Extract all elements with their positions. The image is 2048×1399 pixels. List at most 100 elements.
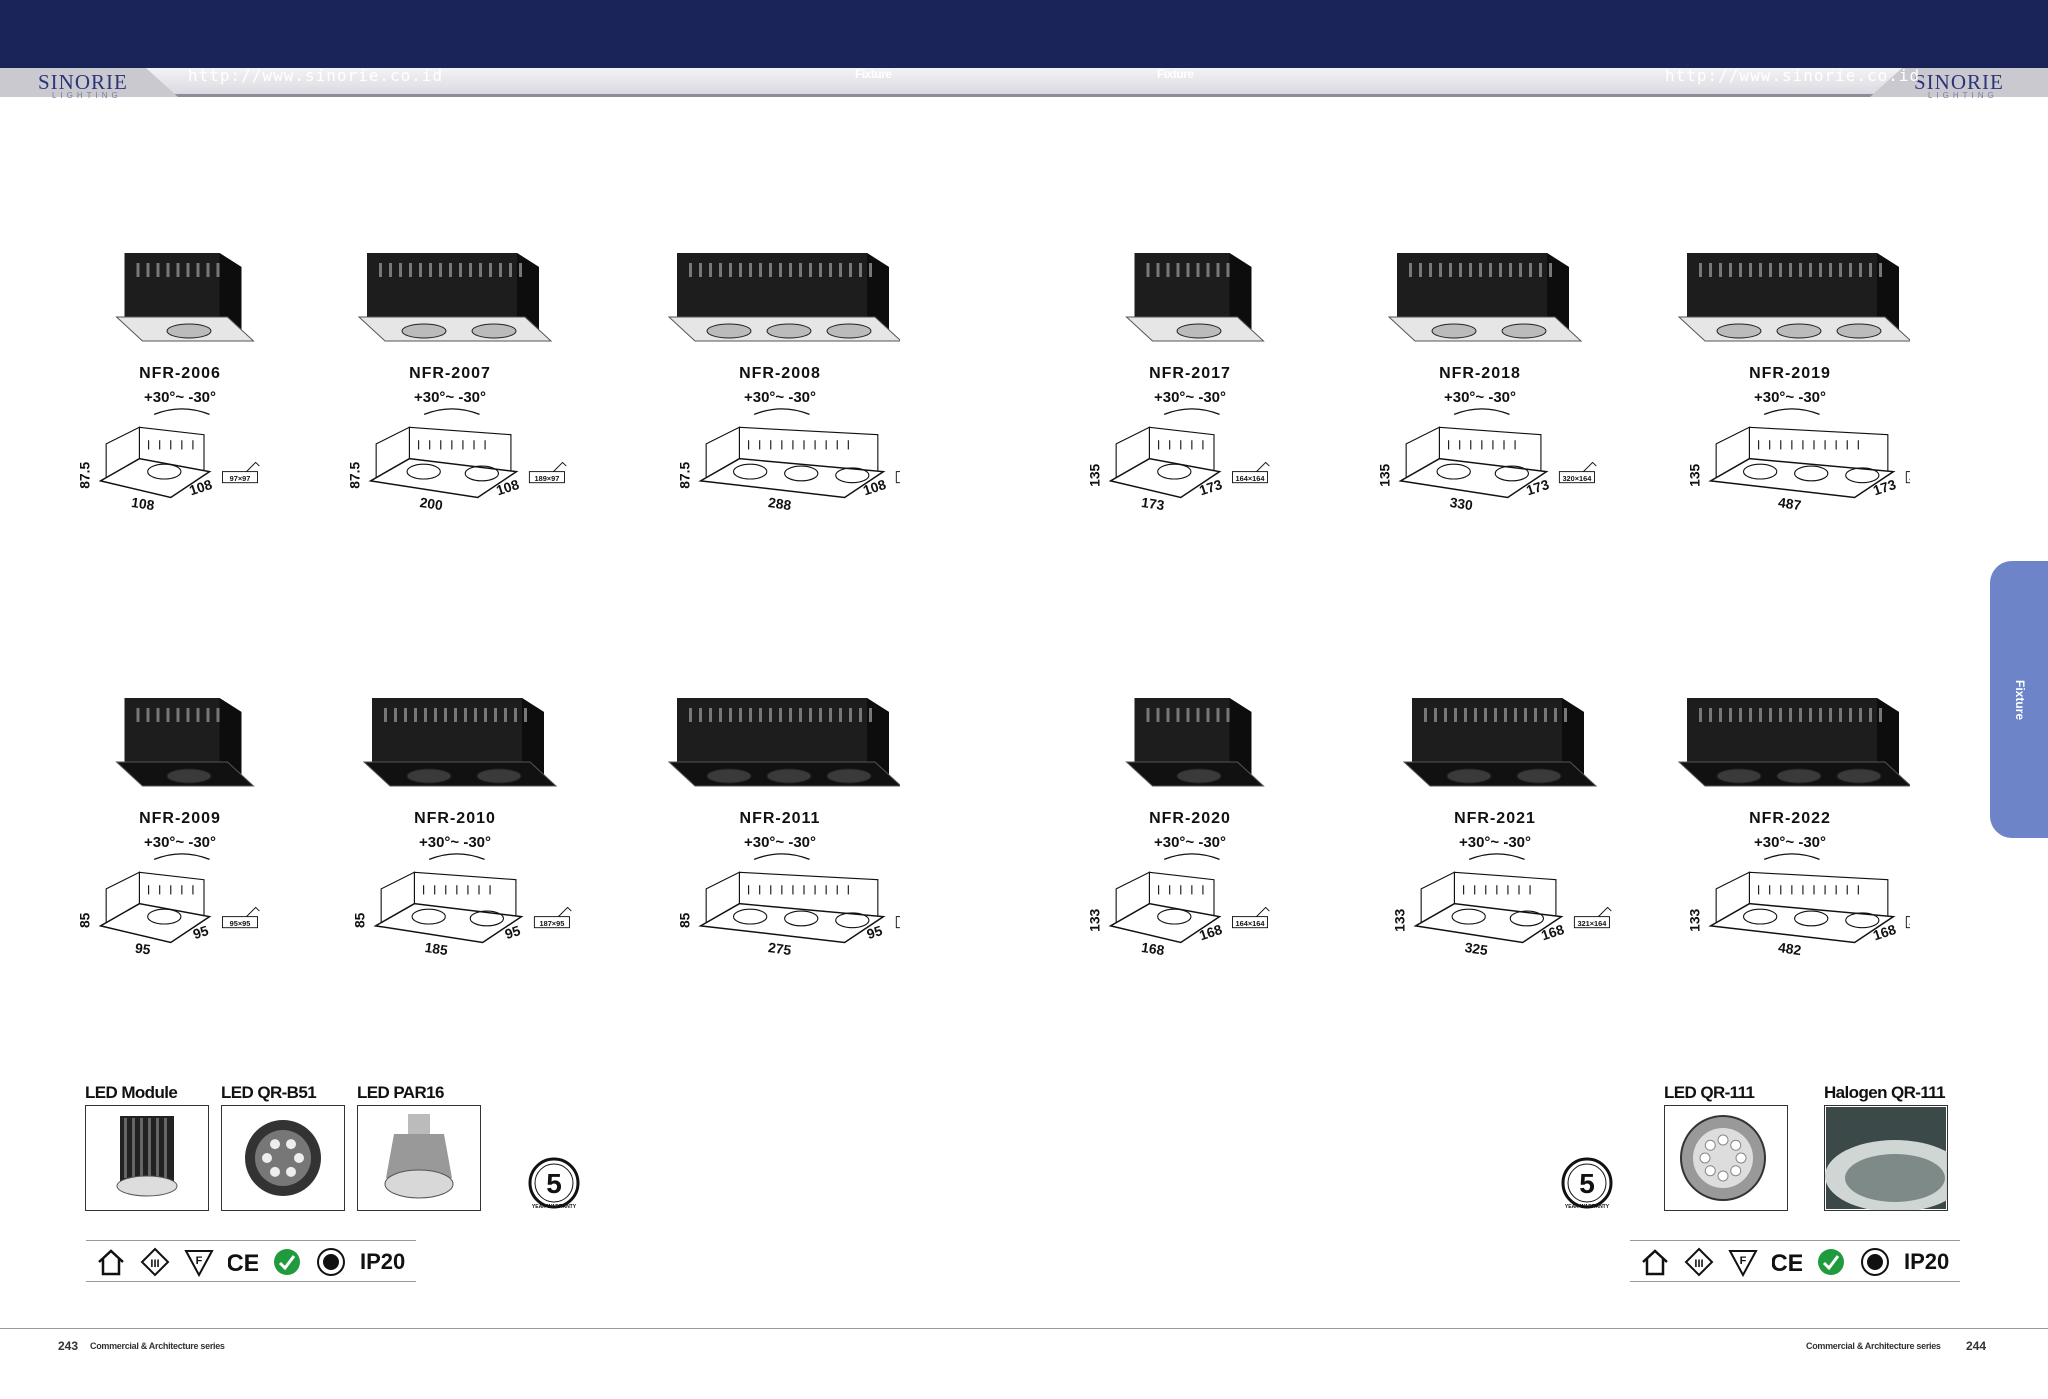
f-mark-icon: F [1728, 1250, 1758, 1277]
product-model: NFR-2018 [1439, 365, 1521, 382]
side-tab-label: Fixture [2012, 679, 2027, 720]
tilt-angle: +30°~ -30° [1753, 834, 1827, 851]
dimension-depth: 108 [861, 476, 888, 498]
dimension-depth: 168 [1539, 921, 1566, 943]
energy-icon [317, 1248, 345, 1276]
certification-row-right: III F CE IP20 [1630, 1240, 1960, 1282]
tilt-angle: +30°~ -30° [143, 389, 217, 406]
svg-text:F: F [196, 1255, 203, 1267]
lamp-label: LED PAR16 [357, 1083, 444, 1102]
dimension-height: 85 [77, 912, 93, 928]
cutout-size: 478×164 [1909, 919, 1910, 928]
dimension-height: 135 [1687, 463, 1703, 486]
cutout-size: 187×95 [540, 919, 565, 928]
product-photo [362, 698, 558, 787]
warranty-years: 5 [546, 1168, 562, 1199]
product-photo [1677, 698, 1910, 787]
product-photo [1677, 253, 1910, 342]
product-model: NFR-2022 [1749, 810, 1831, 827]
product-model: NFR-2006 [139, 365, 221, 382]
ce-mark-icon: CE [228, 1250, 258, 1277]
lamp-image [1664, 1105, 1788, 1211]
tilt-angle: +30°~ -30° [413, 389, 487, 406]
ip-rating: IP20 [1904, 1249, 1950, 1274]
warranty-text: YEAR WARRANTY [532, 1204, 577, 1210]
svg-text:CE: CE [228, 1250, 258, 1277]
svg-text:CE: CE [1772, 1250, 1802, 1277]
product-photo [1125, 698, 1265, 787]
website-url-right[interactable]: http://www.sinorie.co.id [1665, 66, 1921, 85]
dimension-diagram: 8527595279×95 [677, 853, 900, 958]
warranty-years: 5 [1579, 1168, 1595, 1199]
product-model: NFR-2007 [409, 365, 491, 382]
product-model: NFR-2019 [1749, 365, 1831, 382]
rohs-icon [274, 1249, 300, 1275]
product-card: NFR-2019+30°~ -30°135487173478×164 [1670, 245, 1910, 575]
logo-tab-right [1870, 68, 2048, 97]
dimension-height: 85 [677, 912, 693, 928]
lamp-label: Halogen QR-111 [1824, 1083, 1946, 1102]
dimension-width: 168 [1140, 939, 1165, 958]
dimension-height: 87.5 [677, 462, 693, 489]
lamp-label: LED Module [85, 1083, 178, 1102]
ce-mark-icon: CE [1772, 1250, 1802, 1277]
cutout-size: 95×95 [230, 919, 251, 928]
svg-text:F: F [1740, 1255, 1747, 1267]
product-photo [1387, 253, 1583, 342]
dimension-height: 133 [1087, 908, 1103, 931]
dimension-depth: 168 [1871, 921, 1898, 943]
tilt-angle: +30°~ -30° [1153, 834, 1227, 851]
page-number-right: 244 [1966, 1339, 1987, 1353]
product-model: NFR-2021 [1454, 810, 1536, 827]
cutout-size: 320×164 [1562, 474, 1592, 483]
product-model: NFR-2008 [739, 365, 821, 382]
lamp-image [357, 1105, 481, 1211]
website-url-left[interactable]: http://www.sinorie.co.id [188, 66, 444, 85]
dimension-depth: 173 [1197, 476, 1224, 498]
product-model: NFR-2011 [739, 810, 821, 827]
dimension-width: 325 [1464, 939, 1489, 958]
dimension-depth: 173 [1524, 476, 1551, 498]
lamp-label: LED QR-B51 [221, 1083, 317, 1102]
dimension-width: 275 [767, 939, 792, 958]
tilt-angle: +30°~ -30° [143, 834, 217, 851]
dimension-height: 87.5 [77, 462, 93, 489]
page-number-left: 243 [58, 1339, 79, 1353]
cutout-size: 478×164 [1909, 474, 1910, 483]
product-photo [667, 253, 900, 342]
series-name-left: Commercial & Architecture series [90, 1341, 225, 1351]
indoor-use-icon [98, 1249, 124, 1276]
dimension-width: 487 [1777, 494, 1802, 513]
class-iii-icon: III [1684, 1247, 1714, 1277]
dimension-depth: 168 [1197, 921, 1224, 943]
lamp-label: LED QR-111 [1664, 1083, 1755, 1102]
rohs-icon [1818, 1249, 1844, 1275]
header-bar [0, 0, 2048, 68]
dimension-width: 95 [134, 940, 152, 958]
side-tab[interactable]: Fixture [1990, 561, 2048, 838]
section-title-left: Fixture [855, 67, 892, 81]
led-module-icon [116, 1116, 178, 1197]
tilt-angle: +30°~ -30° [418, 834, 492, 851]
warranty-badge: 5 YEAR WARRANTY [1557, 1155, 1613, 1210]
lamp-image [1824, 1105, 1965, 1212]
tilt-angle: +30°~ -30° [1753, 389, 1827, 406]
lamp-option: LED QR-B51 [221, 1083, 345, 1211]
product-photo [1402, 698, 1598, 787]
product-photo [667, 698, 900, 787]
dimension-diagram: 87.5288108278×97 [677, 408, 900, 513]
lamp-option: LED QR-111 [1664, 1083, 1788, 1211]
product-model: NFR-2017 [1149, 365, 1231, 382]
logo-sub: LIGHTING [1928, 91, 1998, 100]
warranty-badge: 5 YEAR WARRANTY [524, 1155, 580, 1210]
lamp-image [85, 1105, 209, 1211]
dimension-width: 200 [419, 494, 444, 513]
led-qr-b51-icon [245, 1120, 321, 1196]
